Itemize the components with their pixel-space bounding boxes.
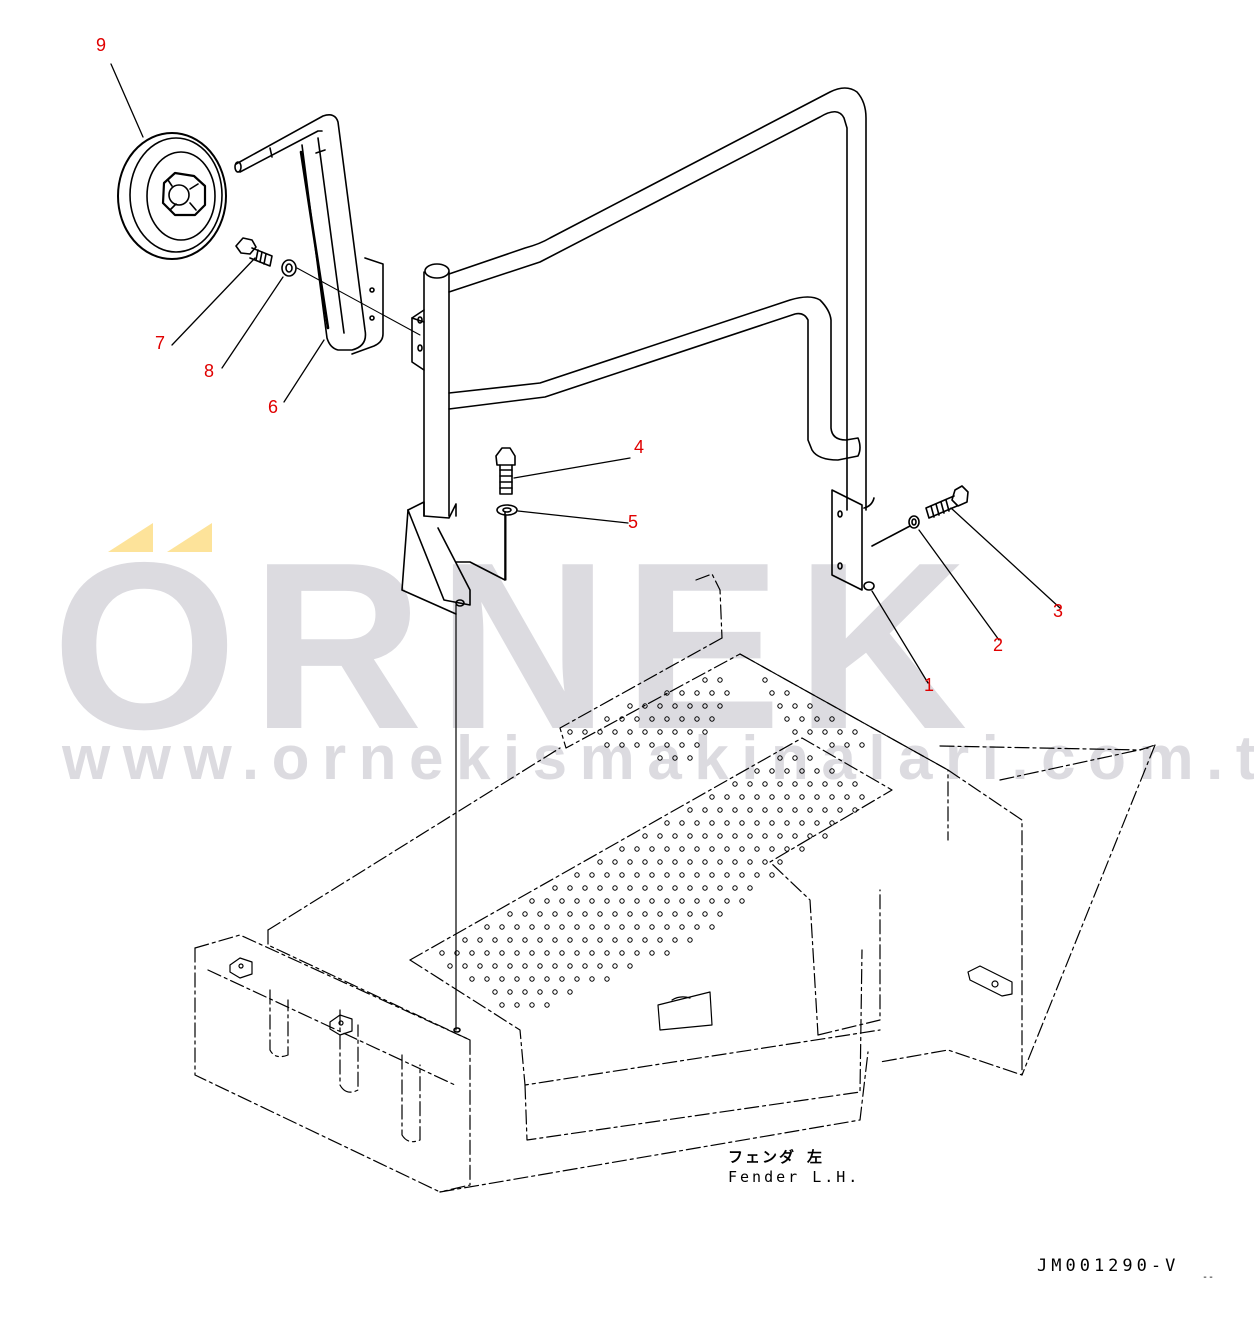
fender-icon bbox=[194, 573, 1156, 1193]
drawing-suffix: -- bbox=[1202, 1272, 1215, 1283]
callout-3: 3 bbox=[1053, 601, 1064, 621]
fender-caption-jp: フェンダ 左 bbox=[728, 1148, 825, 1166]
bolt-7-icon bbox=[235, 237, 273, 267]
mirror-icon bbox=[117, 132, 227, 260]
callout-8: 8 bbox=[204, 361, 215, 381]
post-bracket-icon bbox=[411, 309, 425, 371]
leader-lines bbox=[110, 63, 1061, 684]
drawing-id: JM001290-V bbox=[1037, 1256, 1180, 1276]
callout-1: 1 bbox=[924, 675, 935, 695]
handrail-icon bbox=[401, 87, 911, 615]
callout-7: 7 bbox=[155, 333, 166, 353]
callout-5: 5 bbox=[628, 512, 639, 532]
perforation-holes bbox=[439, 677, 865, 1008]
callout-9: 9 bbox=[96, 35, 107, 55]
washer-2-icon bbox=[908, 515, 920, 529]
callout-4: 4 bbox=[634, 437, 645, 457]
callout-2: 2 bbox=[993, 635, 1004, 655]
bolt-4-icon bbox=[495, 447, 516, 495]
washer-8-icon bbox=[281, 259, 297, 277]
mirror-stay-icon bbox=[234, 114, 384, 355]
callout-6: 6 bbox=[268, 397, 279, 417]
access-cutout-icon bbox=[657, 991, 713, 1031]
washer-5-icon bbox=[496, 504, 518, 516]
mount-blocks-icon bbox=[229, 957, 1013, 1036]
fender-caption-en: Fender L.H. bbox=[728, 1168, 861, 1186]
bolt-3-icon bbox=[925, 485, 969, 519]
